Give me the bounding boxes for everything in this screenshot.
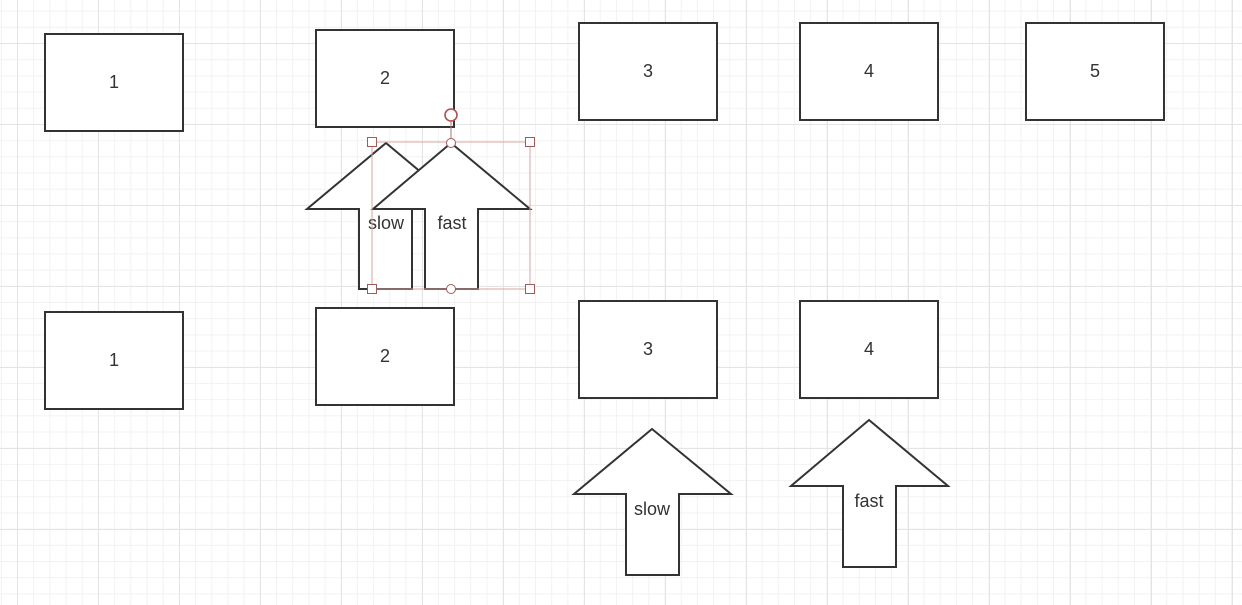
resize-handle-bottom-left[interactable] (367, 284, 377, 294)
top-box-4[interactable]: 4 (799, 22, 939, 121)
bottom-box-2[interactable]: 2 (315, 307, 455, 406)
bottom-box-3[interactable]: 3 (578, 300, 718, 399)
top-box-3-label: 3 (643, 61, 653, 81)
top-box-2[interactable]: 2 (315, 29, 455, 128)
top-arrow-fast-label: fast (437, 213, 466, 233)
bottom-arrow-fast-label: fast (854, 491, 883, 511)
bottom-arrow-slow-label: slow (634, 499, 671, 519)
top-box-4-label: 4 (864, 61, 874, 81)
bottom-box-1-label: 1 (109, 350, 119, 370)
bottom-box-4-label: 4 (864, 339, 874, 359)
top-box-1-label: 1 (109, 72, 119, 92)
top-box-5-label: 5 (1090, 61, 1100, 81)
resize-handle-bottom-right[interactable] (525, 284, 535, 294)
bottom-box-4[interactable]: 4 (799, 300, 939, 399)
top-box-1[interactable]: 1 (44, 33, 184, 132)
bottom-box-1[interactable]: 1 (44, 311, 184, 410)
resize-handle-top-left[interactable] (367, 137, 377, 147)
resize-handle-top-right[interactable] (525, 137, 535, 147)
top-box-2-label: 2 (380, 68, 390, 88)
rotate-handle-icon[interactable] (444, 108, 458, 122)
resize-handle-bottom-mid[interactable] (446, 284, 456, 294)
bottom-box-3-label: 3 (643, 339, 653, 359)
bottom-arrow-fast[interactable]: fast (788, 418, 951, 568)
selection-overlay[interactable] (367, 108, 535, 294)
resize-handle-top-mid[interactable] (446, 138, 456, 148)
top-arrow-slow-label: slow (368, 213, 405, 233)
bottom-box-2-label: 2 (380, 346, 390, 366)
top-box-5[interactable]: 5 (1025, 22, 1165, 121)
top-box-3[interactable]: 3 (578, 22, 718, 121)
bottom-arrow-slow[interactable]: slow (571, 427, 734, 576)
